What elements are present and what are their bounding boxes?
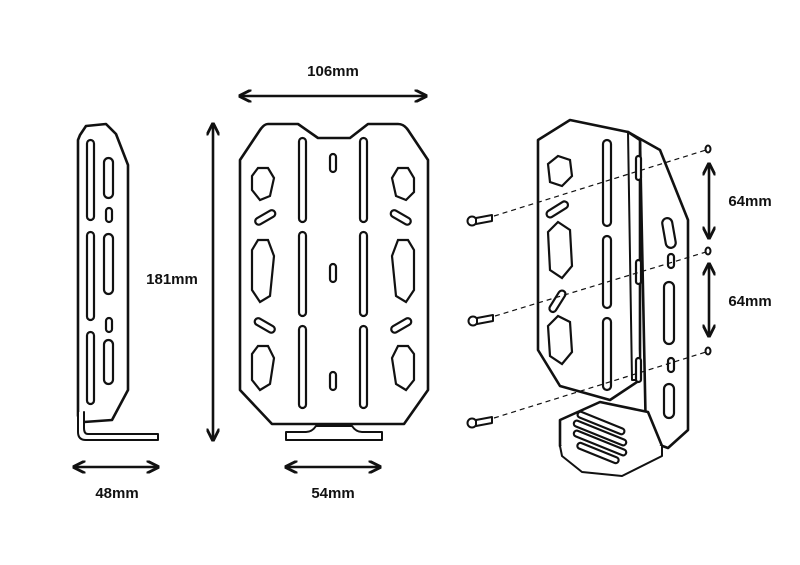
screw bbox=[466, 214, 493, 227]
isometric-view bbox=[466, 118, 712, 477]
front-diag-slot bbox=[390, 317, 413, 334]
front-slot bbox=[297, 136, 308, 224]
front-center-slot bbox=[328, 370, 338, 392]
front-cutout bbox=[250, 166, 276, 202]
front-view-base bbox=[285, 425, 383, 441]
front-diag-slot bbox=[389, 209, 412, 226]
iso-base-slot bbox=[576, 441, 620, 465]
side-slot bbox=[102, 338, 115, 386]
screw bbox=[466, 416, 493, 429]
iso-edge-hole bbox=[634, 356, 643, 384]
iso-cutout bbox=[546, 314, 574, 366]
iso-base-slot bbox=[572, 419, 628, 447]
label-height: 181mm bbox=[146, 271, 198, 288]
iso-flange-slot bbox=[662, 382, 676, 420]
iso-slot bbox=[601, 316, 613, 392]
iso-edge-hole bbox=[634, 258, 643, 286]
front-diag-slot bbox=[253, 317, 276, 334]
front-cutout bbox=[250, 238, 276, 304]
hole-marker bbox=[704, 144, 712, 154]
side-slot bbox=[104, 316, 114, 334]
front-diag-slot bbox=[254, 209, 277, 226]
front-center-slot bbox=[328, 152, 338, 174]
assembly-line bbox=[494, 251, 707, 317]
iso-slot bbox=[545, 200, 570, 219]
iso-base-slot bbox=[576, 410, 626, 436]
side-slot bbox=[102, 156, 115, 200]
assembly-line bbox=[493, 149, 707, 217]
screw bbox=[467, 314, 494, 327]
hole-marker bbox=[704, 346, 712, 356]
front-cutout bbox=[390, 238, 416, 304]
side-slot bbox=[85, 230, 96, 322]
side-slot bbox=[102, 232, 115, 296]
iso-slot bbox=[601, 234, 613, 310]
iso-flange-slot bbox=[662, 280, 676, 346]
iso-slot bbox=[548, 289, 567, 314]
iso-flange-slot bbox=[661, 217, 677, 249]
label-side-width: 48mm bbox=[95, 485, 138, 502]
iso-cutout bbox=[546, 154, 574, 188]
label-base-width: 54mm bbox=[311, 485, 354, 502]
front-slot bbox=[297, 230, 308, 318]
iso-edge-hole bbox=[634, 154, 643, 182]
assembly-line bbox=[493, 351, 707, 419]
hole-marker bbox=[704, 246, 712, 256]
front-cutout bbox=[390, 344, 416, 392]
label-width-top: 106mm bbox=[307, 63, 359, 80]
side-view bbox=[72, 122, 160, 467]
side-slot bbox=[85, 330, 96, 406]
iso-flange-slot bbox=[666, 356, 676, 374]
label-spacing-upper: 64mm bbox=[728, 193, 771, 210]
iso-slot bbox=[601, 138, 613, 228]
label-spacing-lower: 64mm bbox=[728, 293, 771, 310]
front-cutout bbox=[390, 166, 416, 202]
iso-flange-slot bbox=[666, 252, 676, 270]
front-cutout bbox=[250, 344, 276, 392]
side-view-base bbox=[77, 411, 159, 441]
front-center-slot bbox=[328, 262, 338, 284]
side-slot bbox=[85, 138, 96, 222]
iso-cutout bbox=[546, 220, 574, 280]
front-slot bbox=[297, 324, 308, 410]
front-view bbox=[213, 96, 430, 467]
side-slot bbox=[104, 206, 114, 224]
front-slot bbox=[358, 324, 369, 410]
iso-base-slot bbox=[572, 429, 628, 457]
front-slot bbox=[358, 136, 369, 224]
front-slot bbox=[358, 230, 369, 318]
